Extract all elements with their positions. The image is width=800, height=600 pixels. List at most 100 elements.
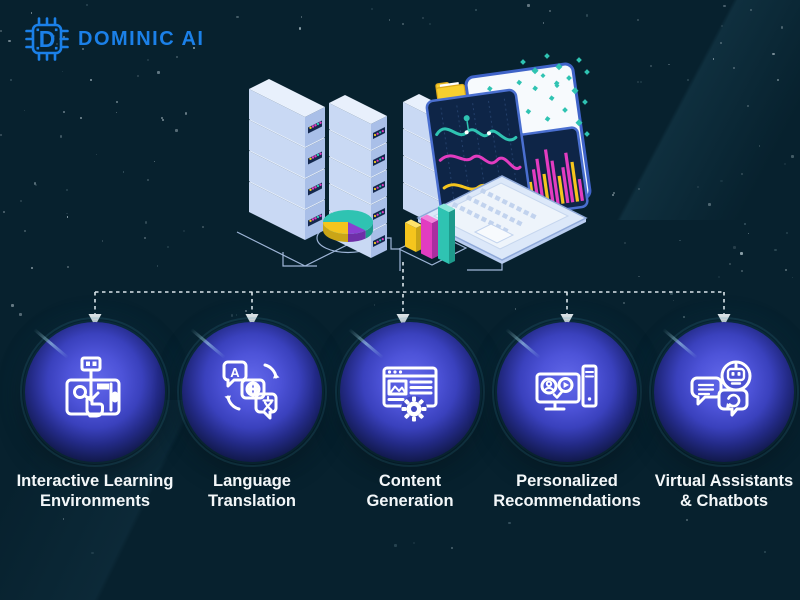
label-line: & Chatbots	[680, 492, 768, 510]
bg-dot	[201, 225, 205, 229]
bg-dot	[791, 276, 794, 279]
bg-dot	[373, 304, 376, 306]
bg-dot	[474, 9, 477, 11]
label-line: Personalized	[516, 472, 618, 490]
bg-dot	[623, 301, 625, 304]
bg-dot	[20, 200, 23, 203]
bg-dot	[62, 517, 65, 520]
bg-dot	[612, 194, 614, 196]
bg-dot	[153, 160, 155, 163]
bg-dot	[718, 276, 720, 278]
bg-dot	[720, 179, 723, 183]
bg-dot	[66, 212, 69, 215]
bg-dot	[89, 78, 92, 82]
bg-dot	[144, 221, 148, 225]
label-line: Translation	[207, 492, 297, 510]
bg-dot	[0, 30, 3, 33]
bg-dot	[193, 47, 195, 49]
bg-dot	[300, 16, 303, 19]
bg-dot	[573, 496, 577, 499]
bg-dot	[682, 315, 686, 318]
bg-dot	[721, 25, 724, 28]
bg-dot	[85, 4, 89, 7]
bg-dot	[650, 64, 652, 67]
chatbot-icon	[690, 360, 752, 417]
label-line: Recommendations	[493, 492, 641, 510]
chip-logo-icon: D	[25, 17, 69, 61]
bg-dot	[670, 292, 673, 295]
label-line: Content	[378, 472, 442, 490]
bg-dot	[637, 188, 640, 190]
label-language-translation: Language Translation	[154, 471, 350, 511]
logo-letter: D	[39, 26, 56, 52]
bg-dot	[61, 70, 64, 73]
bg-dot	[8, 39, 11, 43]
bg-dot	[401, 23, 404, 26]
label-interactive-learning: Interactive Learning Environments	[0, 471, 193, 511]
bg-dot	[136, 74, 140, 78]
bg-dot	[612, 192, 615, 195]
bg-dot	[780, 26, 784, 29]
bg-dot	[636, 80, 639, 84]
bg-dot	[514, 308, 517, 311]
bg-dot	[450, 547, 453, 550]
brand-name: DOMINIC AI	[78, 27, 205, 50]
bg-dot	[421, 17, 424, 20]
bg-dot	[161, 118, 165, 122]
bg-dot	[697, 186, 700, 189]
bg-dot	[271, 482, 274, 485]
language-translation-icon: A	[222, 360, 280, 420]
bg-dot	[712, 58, 715, 60]
bg-dot	[309, 290, 312, 293]
bg-dot	[740, 270, 743, 273]
node-virtual-assistants-chatbots	[649, 317, 799, 467]
label-line: Interactive Learning	[16, 472, 174, 490]
bg-dot	[733, 246, 736, 249]
bg-dot	[772, 53, 775, 56]
bg-dot	[167, 245, 169, 248]
bg-dot	[19, 313, 22, 316]
bg-dot	[55, 42, 58, 45]
bg-dot	[175, 129, 178, 132]
bg-dot	[549, 9, 551, 12]
bg-dot	[53, 35, 55, 37]
bg-dot	[160, 116, 163, 119]
bg-dot	[230, 314, 234, 317]
bg-dot	[679, 240, 681, 242]
bg-dot	[719, 42, 722, 45]
bg-dot	[640, 80, 643, 84]
bg-dot	[59, 134, 63, 138]
bg-dot	[66, 216, 68, 218]
bg-dot	[63, 36, 65, 39]
node-language-translation: A	[177, 317, 327, 467]
svg-text:A: A	[230, 365, 240, 380]
pie-chart-3d	[323, 210, 374, 243]
bg-dot	[10, 304, 14, 307]
bg-dot	[24, 229, 27, 232]
bg-dot	[636, 19, 640, 22]
node-content-generation	[335, 317, 485, 467]
label-line: Environments	[39, 492, 151, 510]
bg-dot	[543, 22, 545, 24]
bg-dot	[526, 3, 530, 7]
bg-dot	[67, 265, 70, 268]
laptop-base	[416, 175, 588, 264]
bg-dot	[65, 189, 68, 191]
bg-dot	[79, 116, 82, 119]
bg-dot	[235, 314, 238, 316]
bg-dot	[115, 101, 118, 104]
bg-dot	[746, 105, 749, 108]
bg-dot	[30, 12, 33, 14]
node-interactive-learning	[20, 317, 170, 467]
bg-dot	[791, 155, 794, 158]
bg-dot	[388, 19, 391, 21]
bg-dot	[668, 63, 671, 66]
bg-dot	[708, 203, 711, 206]
bg-dot	[783, 162, 787, 166]
bg-dot	[101, 239, 104, 242]
bg-dot	[156, 265, 159, 267]
node-personalized-recommendations	[492, 317, 642, 467]
bg-dot	[741, 173, 744, 176]
